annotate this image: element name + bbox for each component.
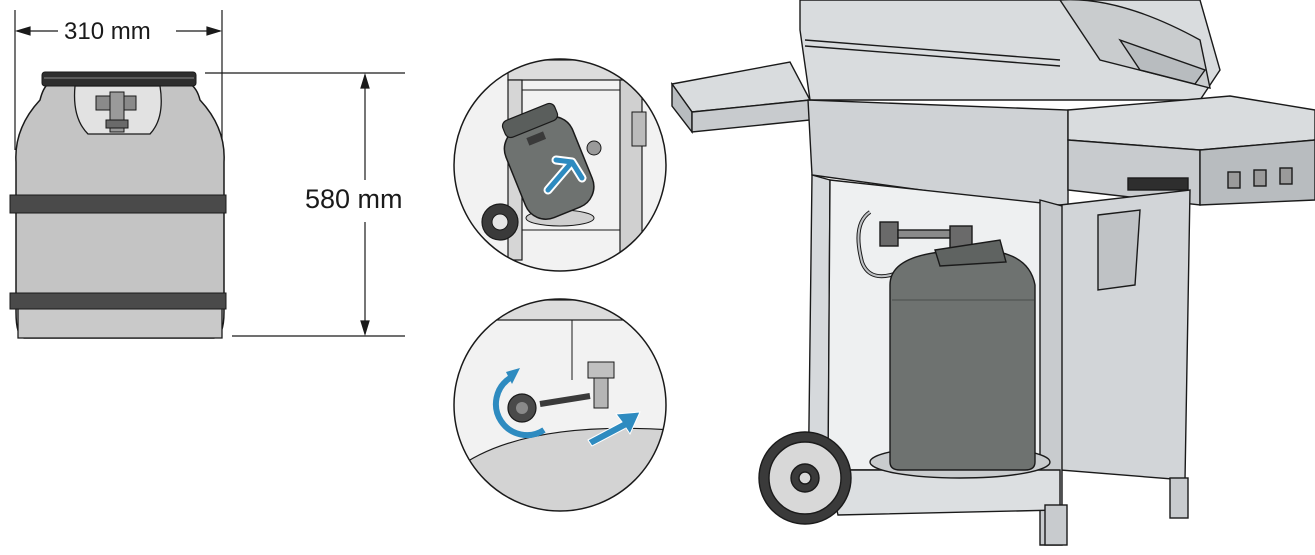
push-arrow-icon xyxy=(587,411,641,447)
detail-tilt-tank xyxy=(453,58,667,272)
detail-connect-regulator xyxy=(453,298,667,512)
width-dimension-line xyxy=(14,10,223,150)
grill-with-tank xyxy=(670,0,1315,546)
propane-tank xyxy=(9,71,227,339)
width-dimension-label: 310 mm xyxy=(62,17,153,47)
height-dimension-label: 580 mm xyxy=(303,182,405,216)
rotate-clockwise-icon xyxy=(492,375,546,439)
tank-dimension-drawing xyxy=(9,10,405,339)
height-dimension-line xyxy=(205,72,405,337)
